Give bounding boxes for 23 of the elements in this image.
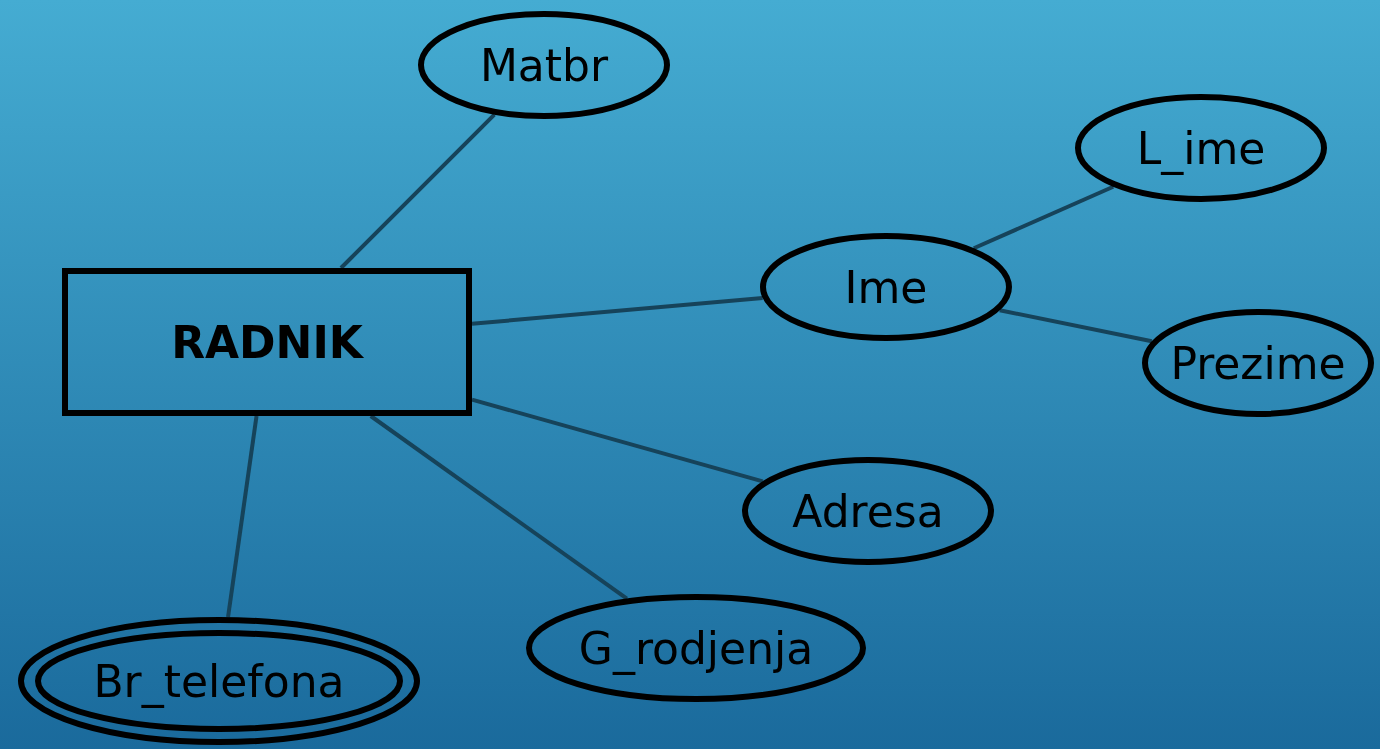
attribute-ellipse bbox=[742, 457, 994, 565]
attribute-name: Prezime bbox=[1170, 337, 1346, 389]
connector-line bbox=[339, 113, 496, 270]
attribute-ellipse bbox=[1142, 309, 1374, 417]
attribute-ellipse bbox=[1075, 94, 1327, 202]
entity-name: RADNIK bbox=[171, 316, 363, 368]
attribute-ellipse bbox=[418, 11, 670, 119]
connector-line bbox=[973, 184, 1114, 251]
entity-box bbox=[62, 268, 472, 416]
attribute-name: G_rodjenja bbox=[578, 622, 814, 674]
multivalued-attribute-ellipse bbox=[18, 617, 420, 745]
connector-line bbox=[226, 415, 259, 618]
attribute-name: Adresa bbox=[792, 485, 944, 537]
attribute-name: L_ime bbox=[1136, 122, 1266, 174]
connector-line bbox=[369, 414, 628, 601]
attribute-name: Ime bbox=[844, 261, 928, 313]
attribute-ellipse bbox=[760, 233, 1012, 341]
attribute-name: Br_telefona bbox=[93, 655, 345, 707]
connector-line bbox=[471, 397, 764, 484]
attribute-name: Matbr bbox=[479, 39, 609, 91]
connector-line bbox=[999, 308, 1153, 344]
connector-line bbox=[471, 295, 763, 326]
attribute-ellipse bbox=[526, 594, 866, 702]
